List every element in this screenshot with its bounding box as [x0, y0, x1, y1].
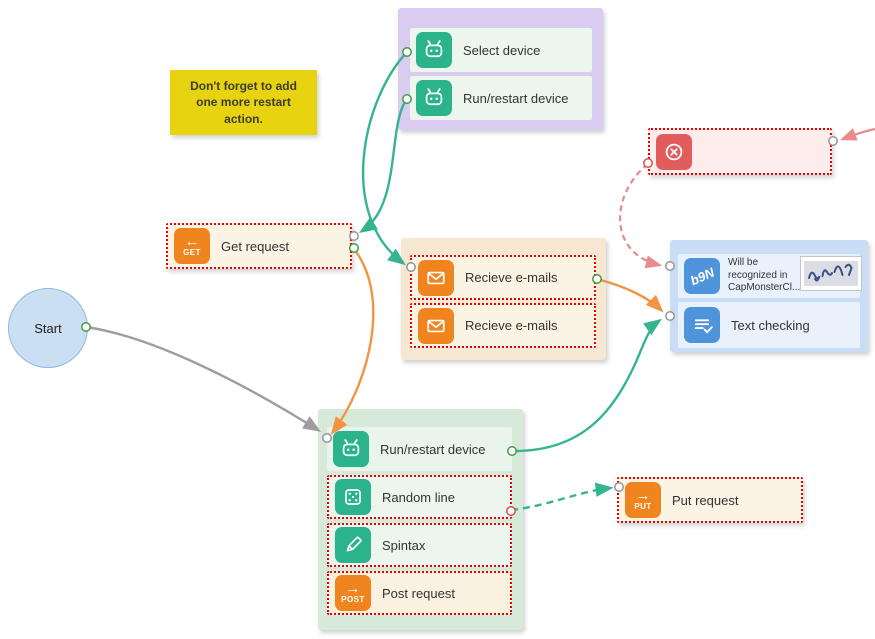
pencil-icon	[335, 527, 371, 563]
action-receive-emails-2[interactable]: Recieve e-mails	[410, 303, 596, 348]
action-label: Spintax	[382, 537, 426, 553]
action-run-restart-device-top[interactable]: Run/restart device	[410, 76, 592, 120]
action-text-checking[interactable]: Text checking	[678, 302, 860, 348]
edge-start-to-run-restart[interactable]	[85, 325, 322, 432]
android-icon	[333, 431, 369, 467]
arrow-right-glyph	[346, 582, 361, 595]
action-post-request[interactable]: POST Post request	[327, 571, 512, 615]
cancel-icon	[656, 133, 692, 170]
start-node[interactable]: Start	[8, 288, 88, 368]
action-label: Post request	[382, 585, 455, 601]
captcha-group[interactable]: b9N Will be recognized in CapMonsterCl..…	[670, 240, 868, 352]
emails-group[interactable]: Recieve e-mails Recieve e-mails	[401, 238, 606, 360]
action-captcha-recognition[interactable]: b9N Will be recognized in CapMonsterCl..…	[678, 254, 863, 298]
sticky-note[interactable]: Don't forget to add one more restart act…	[170, 70, 317, 135]
envelope-icon	[418, 307, 454, 344]
cancel-action-node[interactable]	[648, 128, 832, 175]
envelope-icon	[418, 259, 454, 296]
action-label: Put request	[672, 492, 739, 508]
text-check-icon	[684, 307, 720, 343]
http-method-badge: GET	[183, 247, 201, 257]
action-spintax[interactable]: Spintax	[327, 523, 512, 567]
action-label: Select device	[463, 42, 541, 58]
captcha-image	[800, 256, 863, 296]
android-icon	[416, 80, 452, 116]
action-label: Will be recognized in CapMonsterCl...	[728, 257, 801, 294]
action-label: Recieve e-mails	[465, 270, 558, 285]
main-action-group[interactable]: Run/restart device Random line Spintax P…	[318, 409, 523, 630]
action-run-restart-device-bottom[interactable]: Run/restart device	[327, 427, 512, 471]
http-put-icon: PUT	[625, 482, 661, 518]
action-label: Random line	[382, 489, 455, 505]
edge-receive-emails-to-text-checking[interactable]	[596, 277, 664, 313]
action-label: Recieve e-mails	[465, 318, 558, 333]
device-setup-group[interactable]: Select device Run/restart device	[398, 8, 603, 130]
edge-offscreen-to-cancel[interactable]	[839, 127, 875, 141]
edge-random-line-to-put-request[interactable]	[510, 482, 614, 512]
edge-cancel-to-captcha[interactable]	[619, 163, 663, 269]
action-label: Get request	[221, 238, 289, 254]
action-label: Run/restart device	[380, 441, 486, 457]
start-label: Start	[34, 320, 62, 336]
arrow-right-glyph	[636, 489, 651, 502]
action-random-line[interactable]: Random line	[327, 475, 512, 519]
http-get-icon: GET	[174, 228, 210, 264]
get-request-node[interactable]: GET Get request	[166, 223, 352, 269]
action-label: Text checking	[731, 317, 810, 333]
captcha-icon-text: b9N	[687, 264, 717, 288]
put-request-node[interactable]: PUT Put request	[617, 477, 803, 523]
http-method-badge: POST	[341, 594, 365, 604]
action-select-device[interactable]: Select device	[410, 28, 592, 72]
http-post-icon: POST	[335, 575, 371, 611]
captcha-icon: b9N	[684, 258, 720, 294]
dice-icon	[335, 479, 371, 515]
android-icon	[416, 32, 452, 68]
sticky-note-text: Don't forget to add one more restart act…	[190, 79, 297, 126]
arrow-left-glyph	[185, 235, 200, 248]
action-receive-emails-1[interactable]: Recieve e-mails	[410, 255, 596, 300]
edge-get-request-to-run-restart[interactable]	[330, 248, 375, 435]
http-method-badge: PUT	[634, 501, 652, 511]
action-label: Run/restart device	[463, 90, 569, 106]
